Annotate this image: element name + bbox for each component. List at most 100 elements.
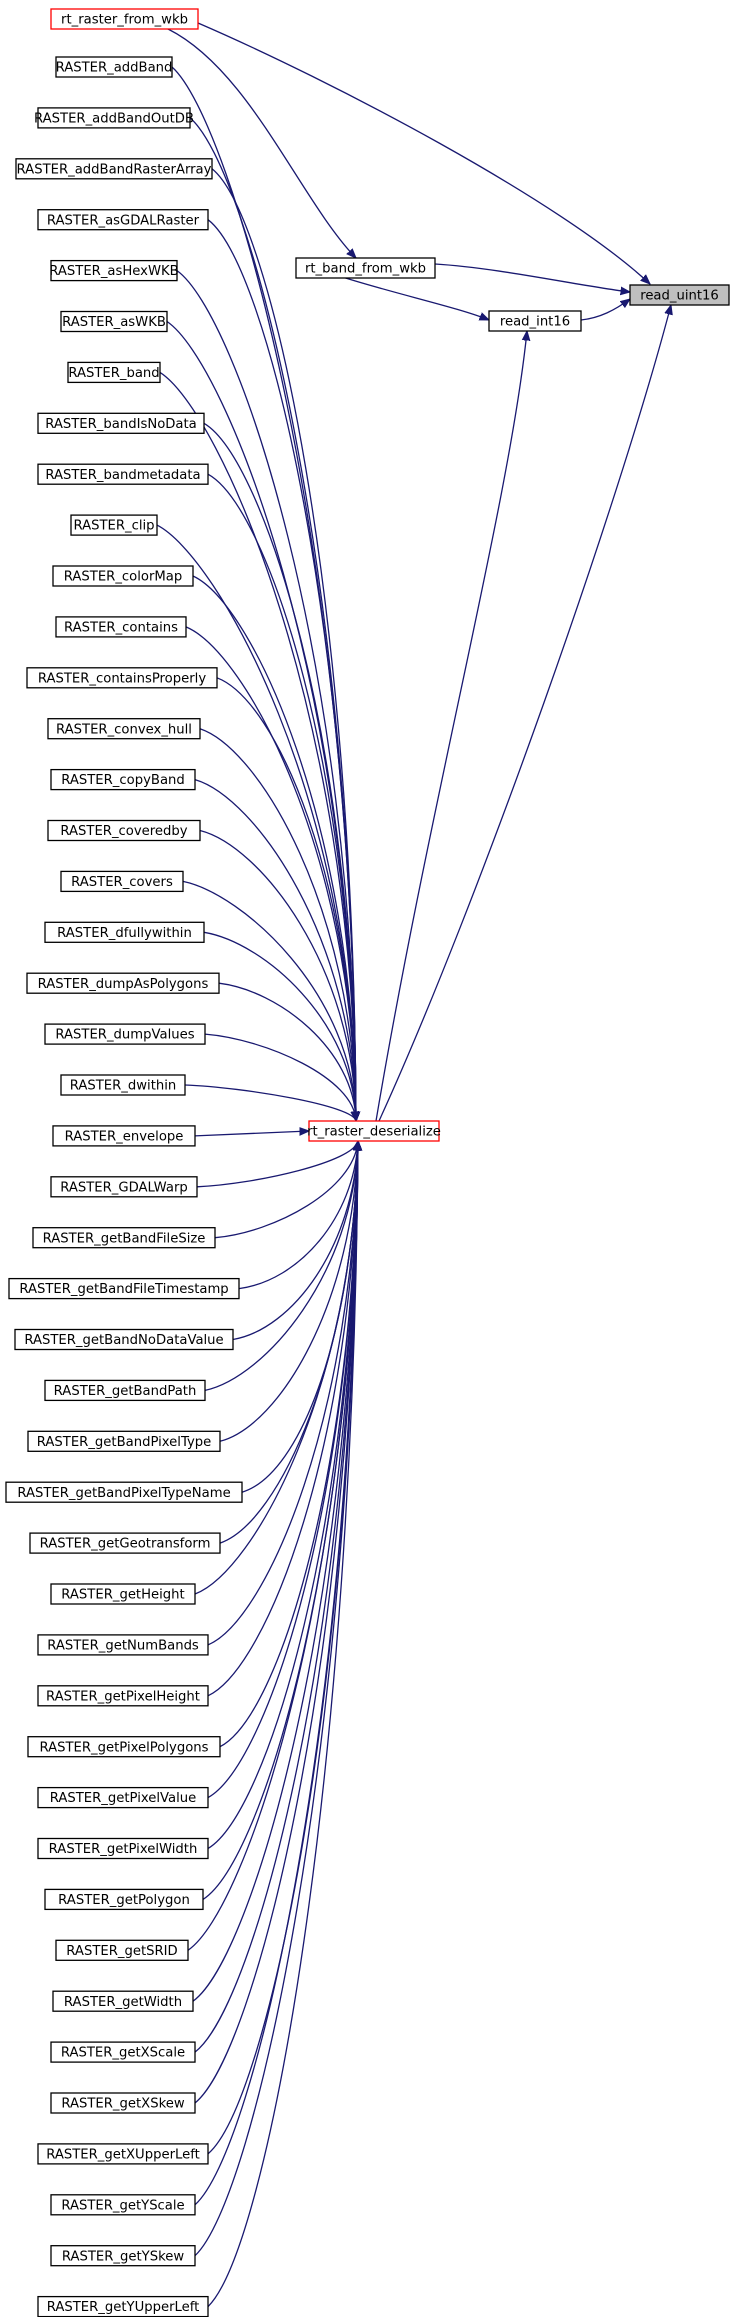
edge-raster-bandmetadata-to-rt-raster-deserialize — [207, 473, 356, 1121]
node-label: RASTER_getPixelHeight — [46, 1689, 200, 1704]
node-raster-get-pixel-width[interactable]: RASTER_getPixelWidth — [37, 1837, 209, 1860]
node-box — [50, 2245, 196, 2267]
node-label: RASTER_getGeotransform — [40, 1537, 211, 1552]
node-raster-get-pixel-height[interactable]: RASTER_getPixelHeight — [37, 1685, 209, 1707]
edge-raster-band-to-rt-raster-deserialize — [159, 371, 356, 1121]
node-label: RASTER_getXUpperLeft — [46, 2148, 200, 2163]
node-raster-get-pixel-polygons[interactable]: RASTER_getPixelPolygons — [27, 1736, 221, 1758]
node-box — [55, 56, 173, 78]
node-read-uint16[interactable]: read_uint16 — [629, 284, 730, 306]
node-raster-get-band-file-size[interactable]: RASTER_getBandFileSize — [32, 1227, 216, 1249]
edge-raster-get-width-to-rt-raster-deserialize — [192, 1141, 358, 2002]
node-label: RASTER_getPolygon — [58, 1893, 190, 1908]
node-raster-get-band-pixel-type[interactable]: RASTER_getBandPixelType — [27, 1430, 221, 1452]
node-label: RASTER_copyBand — [61, 773, 185, 788]
node-raster-bandmetadata[interactable]: RASTER_bandmetadata — [37, 463, 209, 485]
node-label: rt_band_from_wkb — [305, 262, 426, 277]
node-raster-as-hex-wkb[interactable]: RASTER_asHexWKB — [49, 259, 179, 282]
node-raster-dump-values[interactable]: RASTER_dumpValues — [44, 1023, 206, 1045]
node-label: RASTER_bandmetadata — [45, 468, 200, 483]
node-raster-band-is-no-data[interactable]: RASTER_bandIsNoData — [37, 412, 205, 434]
node-raster-dump-as-polygons[interactable]: RASTER_dumpAsPolygons — [26, 972, 220, 994]
node-label: RASTER_getBandPixelTypeName — [17, 1486, 230, 1501]
node-raster-envelope[interactable]: RASTER_envelope — [52, 1125, 196, 1147]
edge-raster-as-gdalraster-to-rt-raster-deserialize — [207, 219, 356, 1121]
node-raster-get-num-bands[interactable]: RASTER_getNumBands — [37, 1634, 209, 1656]
node-raster-get-band-pixel-type-name[interactable]: RASTER_getBandPixelTypeName — [5, 1481, 243, 1503]
edge-raster-as-hex-wkb-to-rt-raster-deserialize — [176, 270, 356, 1121]
node-rt-raster-from-wkb[interactable]: rt_raster_from_wkb — [50, 8, 199, 30]
node-raster-dfullywithin[interactable]: RASTER_dfullywithin — [44, 921, 205, 943]
node-box — [32, 1227, 216, 1249]
node-raster-get-xupper-left[interactable]: RASTER_getXUpperLeft — [37, 2143, 209, 2165]
edge-raster-dump-as-polygons-to-rt-raster-deserialize — [218, 982, 356, 1121]
edge-raster-dfullywithin-to-rt-raster-deserialize — [203, 931, 356, 1121]
node-label: RASTER_dwithin — [70, 1079, 177, 1094]
node-read-int16[interactable]: read_int16 — [488, 310, 582, 332]
node-box — [14, 1328, 234, 1351]
node-box — [47, 718, 201, 740]
node-raster-get-height[interactable]: RASTER_getHeight — [50, 1583, 196, 1605]
node-raster-gdalwarp[interactable]: RASTER_GDALWarp — [50, 1176, 198, 1198]
node-raster-get-pixel-value[interactable]: RASTER_getPixelValue — [37, 1786, 209, 1809]
edge-raster-color-map-to-rt-raster-deserialize — [192, 575, 356, 1121]
node-raster-copy-band[interactable]: RASTER_copyBand — [50, 768, 196, 791]
node-raster-contains-properly[interactable]: RASTER_containsProperly — [26, 667, 218, 689]
node-raster-coveredby[interactable]: RASTER_coveredby — [47, 819, 201, 842]
node-raster-convex-hull[interactable]: RASTER_convex_hull — [47, 718, 201, 740]
edge-raster-get-band-file-timestamp-to-rt-raster-deserialize — [238, 1141, 358, 1290]
node-raster-get-width[interactable]: RASTER_getWidth — [52, 1990, 194, 2012]
node-raster-get-band-path[interactable]: RASTER_getBandPath — [44, 1379, 206, 1402]
node-raster-add-band-out-db[interactable]: RASTER_addBandOutDB — [34, 107, 194, 129]
node-label: RASTER_getWidth — [64, 1995, 182, 2010]
node-raster-add-band[interactable]: RASTER_addBand — [55, 56, 173, 78]
node-box — [37, 412, 205, 434]
node-box — [37, 2143, 209, 2165]
node-box — [60, 1074, 186, 1096]
node-box — [50, 2092, 196, 2114]
node-box — [37, 1685, 209, 1707]
edge-raster-dump-values-to-rt-raster-deserialize — [204, 1033, 356, 1121]
node-label: RASTER_convex_hull — [56, 722, 192, 737]
node-raster-get-band-file-timestamp[interactable]: RASTER_getBandFileTimestamp — [8, 1277, 240, 1300]
node-raster-get-xscale[interactable]: RASTER_getXScale — [50, 2041, 196, 2063]
edge-raster-get-xskew-to-rt-raster-deserialize — [194, 1141, 358, 2104]
node-raster-contains[interactable]: RASTER_contains — [55, 616, 187, 638]
node-box — [308, 1120, 440, 1142]
node-raster-get-yscale[interactable]: RASTER_getYScale — [50, 2194, 196, 2216]
node-rt-band-from-wkb[interactable]: rt_band_from_wkb — [295, 257, 436, 279]
node-box — [26, 667, 218, 689]
node-raster-get-yskew[interactable]: RASTER_getYSkew — [50, 2245, 196, 2267]
node-raster-get-geotransform[interactable]: RASTER_getGeotransform — [29, 1532, 221, 1554]
node-raster-color-map[interactable]: RASTER_colorMap — [52, 565, 194, 587]
node-label: RASTER_clip — [73, 519, 154, 534]
node-box — [70, 514, 158, 536]
node-label: RASTER_getPixelWidth — [49, 1842, 198, 1857]
node-raster-covers[interactable]: RASTER_covers — [60, 870, 184, 893]
edge-raster-convex-hull-to-rt-raster-deserialize — [199, 728, 356, 1121]
node-raster-as-wkb[interactable]: RASTER_asWKB — [60, 310, 168, 333]
node-raster-get-band-no-data-value[interactable]: RASTER_getBandNoDataValue — [14, 1328, 234, 1351]
nodes-layer: read_uint16 rt_band_from_wkb read_int16 rt_… — [5, 8, 730, 2317]
node-box — [50, 8, 199, 30]
node-raster-band[interactable]: RASTER_band — [67, 361, 161, 384]
node-raster-get-xskew[interactable]: RASTER_getXSkew — [50, 2092, 196, 2114]
node-box — [50, 1176, 198, 1198]
node-raster-get-polygon[interactable]: RASTER_getPolygon — [44, 1888, 204, 1911]
node-raster-dwithin[interactable]: RASTER_dwithin — [60, 1074, 186, 1096]
node-label: RASTER_containsProperly — [38, 671, 206, 686]
node-label: RASTER_asWKB — [62, 315, 166, 330]
node-raster-get-yupper-left[interactable]: RASTER_getYUpperLeft — [37, 2295, 209, 2317]
node-raster-clip[interactable]: RASTER_clip — [70, 514, 158, 536]
node-box — [60, 310, 168, 333]
edge-raster-dwithin-to-rt-raster-deserialize — [184, 1084, 356, 1121]
node-box — [37, 1786, 209, 1809]
node-raster-add-band-raster-array[interactable]: RASTER_addBandRasterArray — [15, 158, 213, 180]
node-raster-as-gdalraster[interactable]: RASTER_asGDALRaster — [37, 209, 209, 231]
node-box — [44, 1023, 206, 1045]
node-raster-get-srid[interactable]: RASTER_getSRID — [55, 1939, 189, 1961]
edge-raster-get-band-pixel-type-to-rt-raster-deserialize — [219, 1141, 358, 1442]
node-box — [5, 1481, 243, 1503]
node-rt-raster-deserialize[interactable]: rt_raster_deserialize — [307, 1120, 441, 1142]
edge-raster-get-num-bands-to-rt-raster-deserialize — [207, 1141, 358, 1646]
